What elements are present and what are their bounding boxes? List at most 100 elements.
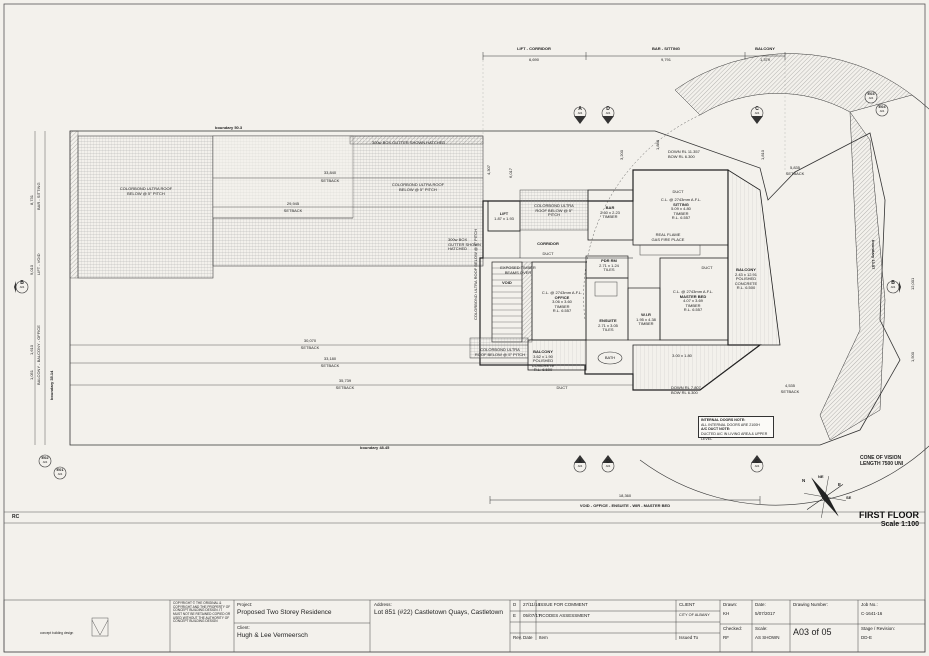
- vertical-dim: 12,001: [910, 277, 915, 290]
- elevation-sheet: A04: [57, 473, 63, 476]
- left-dim: 1,051: [29, 369, 34, 380]
- view-marker-letter: C: [755, 106, 759, 112]
- bottom-dim-label: VOID - OFFICE - ENSUITE - WIR - MASTER B…: [579, 503, 671, 508]
- vertical-dim: 1,810: [760, 149, 765, 160]
- rev-code: D: [513, 602, 517, 607]
- elevation-sheet: A04: [42, 461, 48, 464]
- cone-of-vision-label: CONE OF VISION LENGTH 7500 UNI: [860, 455, 904, 467]
- setback-text: SETBACK: [320, 363, 340, 368]
- checked-label: Checked:: [723, 626, 743, 631]
- drawing-scale: Scale 1:100: [880, 521, 919, 528]
- elevation-code: E02: [41, 455, 49, 460]
- drawn-label: Drawn:: [723, 602, 738, 607]
- dim-label-balcony: BALCONY: [755, 46, 775, 51]
- north-arrow: [804, 476, 846, 518]
- gutter-note: 300w BOX GUTTER SHOWN HATCHED: [448, 237, 481, 252]
- rev-header-rev: Rev.: [513, 635, 522, 640]
- setback-text: SETBACK: [320, 178, 340, 183]
- gutter-note: 300w BOX GUTTER SHOWN HATCHED: [372, 140, 446, 145]
- setback-value: 33,180: [323, 356, 337, 361]
- rev-date: 05/07/17: [523, 613, 541, 618]
- bath-label: BATH: [604, 355, 616, 360]
- view-marker-sheet: A04: [890, 286, 896, 289]
- duct-label: DUCT: [542, 251, 554, 256]
- client-label: Client:: [237, 625, 250, 630]
- view-marker-letter: D: [606, 459, 610, 465]
- setback-text: SETBACK: [785, 171, 805, 176]
- view-marker-sheet: A04: [754, 465, 760, 468]
- view-marker-letter: A: [578, 106, 582, 112]
- drawn-value: KH: [723, 611, 730, 616]
- elevation-sheet: A04: [879, 110, 885, 113]
- view-marker-sheet: A04: [605, 465, 611, 468]
- vertical-dim: 3,200: [619, 149, 624, 160]
- site-boundary: [69, 130, 901, 446]
- client-name: Hugh & Lee Vermeersch: [237, 632, 308, 639]
- elevation-code: E03: [867, 91, 875, 96]
- setback-text: SETBACK: [283, 208, 303, 213]
- title-block: [3, 599, 926, 653]
- drawing-number-value: A03 of 05: [793, 627, 832, 637]
- setback-value: 29,945: [286, 201, 300, 206]
- compass-letter: SE: [846, 495, 852, 500]
- boundary-top: boundary 50.3: [215, 125, 243, 130]
- elevation-code: E04: [878, 104, 886, 109]
- view-marker-sheet: A04: [19, 286, 25, 289]
- rev-item: RCODES ASSESSMENT: [539, 613, 591, 618]
- boundary-bottom: boundary 48.45: [360, 445, 390, 450]
- vertical-dim: 4,307: [486, 164, 491, 175]
- rev-date: 27/11/16: [523, 602, 541, 607]
- project-label: Project:: [237, 602, 253, 607]
- boundary-left: boundary 35.14: [49, 370, 54, 400]
- rc-label: RC: [12, 514, 20, 520]
- view-marker-letter: C: [755, 459, 759, 465]
- elevation-marker-E03[interactable]: [864, 90, 878, 104]
- elevation-marker-E04[interactable]: [875, 103, 889, 117]
- elevation-code: E01: [56, 467, 64, 472]
- setback-value: 33,840: [323, 170, 337, 175]
- view-marker-letter: B: [20, 280, 24, 286]
- setback-text: SETBACK: [780, 389, 800, 394]
- elevation-marker-E02[interactable]: [38, 454, 52, 468]
- view-marker-sheet: A04: [605, 112, 611, 115]
- boundary-right: boundary 13.57: [871, 240, 876, 270]
- setback-value: 35,739: [338, 378, 352, 383]
- rev-issued: CITY OF ALBANY: [679, 613, 710, 617]
- duct-label: DUCT: [556, 385, 568, 390]
- left-dim-label: LIFT - VOID: [36, 253, 41, 275]
- copyright-text: COPYRIGHT © THE ORIGINAL & COPYRIGHT AND…: [173, 601, 231, 624]
- duct-label: DUCT: [672, 189, 684, 194]
- setback-value: 4,535: [784, 383, 796, 388]
- address-value: Lot 851 (#22) Castletown Quays, Castleto…: [374, 609, 503, 616]
- compass-letter: N: [802, 478, 806, 483]
- stage-label: Stage / Revision:: [861, 626, 896, 631]
- dim-label-lift-corridor: LIFT - CORRIDOR: [517, 46, 551, 51]
- view-marker-letter: B: [891, 280, 895, 286]
- rev-code: E: [513, 613, 517, 618]
- view-marker-letter: A: [578, 459, 582, 465]
- left-dim: 1,610: [29, 344, 34, 355]
- rev-header-date: Date: [523, 635, 533, 640]
- rev-header-issued: Issued To: [679, 635, 699, 640]
- date-value: 5/07/2017: [755, 611, 776, 616]
- rev-item: ISSUE FOR COMMENT: [539, 602, 588, 607]
- elevation-marker-E01[interactable]: [53, 466, 67, 480]
- elevation-sheet: A04: [868, 97, 874, 100]
- setback-value: 5,835: [789, 165, 801, 170]
- bottom-dim-value: 18,360: [618, 493, 632, 498]
- vertical-dim: 1,888: [655, 139, 660, 150]
- balcony-left: [527, 339, 587, 371]
